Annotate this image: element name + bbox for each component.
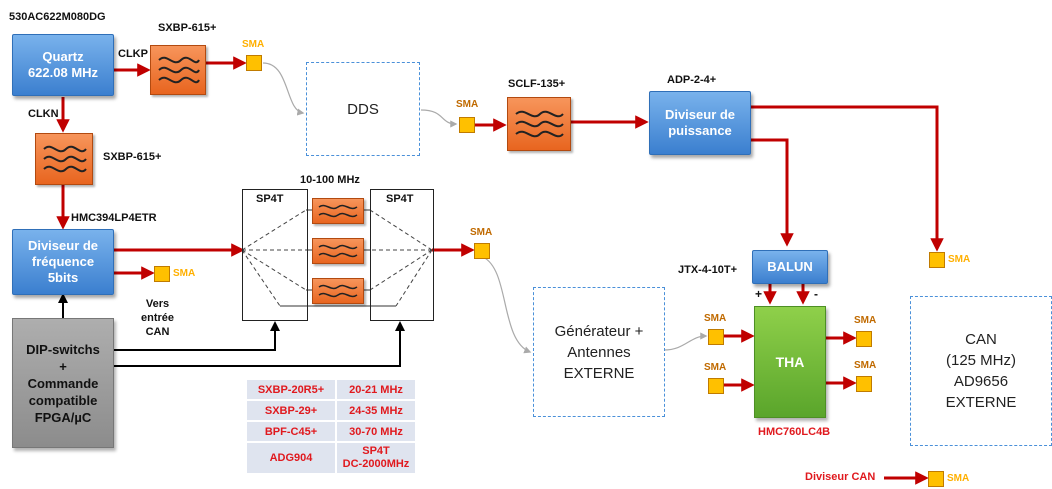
line-splitter-balun <box>750 138 794 247</box>
table-cell-range: 30-70 MHz <box>337 422 415 441</box>
clkn-label: CLKN <box>28 108 59 120</box>
sma-connector[interactable] <box>154 266 170 282</box>
sma-label: SMA <box>470 227 493 238</box>
bank-freq-label: 10-100 MHz <box>300 174 360 186</box>
plus-label: + <box>755 287 763 301</box>
sma-label: SMA <box>948 254 971 265</box>
filter-icon <box>43 145 87 173</box>
vers-entree-label: Vers entrée CAN <box>141 298 175 338</box>
filter3-part-label: SCLF-135+ <box>508 78 566 90</box>
table-cell-range: 24-35 MHz <box>337 401 415 420</box>
sma-connector[interactable] <box>928 471 944 487</box>
table-row: SXBP-20R5+ 20-21 MHz <box>247 380 415 399</box>
sma-label: SMA <box>456 99 479 110</box>
filter-icon <box>318 244 358 258</box>
line-dip-sp4t-right <box>114 321 405 367</box>
line-dds-sma-gray <box>420 109 458 128</box>
line-splitter-can-sma <box>750 105 944 252</box>
filter-icon <box>158 56 200 84</box>
balun-part-label: JTX-4-10T+ <box>678 264 737 276</box>
sp4t-switch-right[interactable] <box>370 189 434 321</box>
filter-bank-3[interactable] <box>312 278 364 304</box>
sp4t-left-label: SP4T <box>256 193 284 205</box>
sma-label: SMA <box>173 268 196 279</box>
table-row: SXBP-29+ 24-35 MHz <box>247 401 415 420</box>
filter-sclf-135[interactable] <box>507 97 571 151</box>
sma-label: SMA <box>704 362 727 373</box>
sma-connector[interactable] <box>856 331 872 347</box>
diviseur-can-label: Diviseur CAN <box>805 471 876 483</box>
table-cell-range: SP4T DC-2000MHz <box>337 443 415 473</box>
sp4t-switch-left[interactable] <box>242 189 308 321</box>
filter-sxbp-615-1[interactable] <box>150 45 206 95</box>
line-sma-dds <box>262 62 305 116</box>
tha-part-label: HMC760LC4B <box>758 426 831 438</box>
sma-label: SMA <box>854 360 877 371</box>
table-cell-part: BPF-C45+ <box>247 422 335 441</box>
table-row: BPF-C45+ 30-70 MHz <box>247 422 415 441</box>
filter1-part-label: SXBP-615+ <box>158 22 217 34</box>
table-row: ADG904 SP4T DC-2000MHz <box>247 443 415 473</box>
filter-bank-2[interactable] <box>312 238 364 264</box>
sma-connector[interactable] <box>708 329 724 345</box>
filter-table: SXBP-20R5+ 20-21 MHz SXBP-29+ 24-35 MHz … <box>245 378 417 475</box>
splitter-part-label: ADP-2-4+ <box>667 74 717 86</box>
sma-label: SMA <box>947 473 970 484</box>
filter-icon <box>515 110 564 138</box>
table-cell-part: SXBP-29+ <box>247 401 335 420</box>
dds-block[interactable]: DDS <box>306 62 420 156</box>
filter-sxbp-615-2[interactable] <box>35 133 93 185</box>
minus-label: - <box>814 287 818 301</box>
line-sma-generator <box>482 256 532 354</box>
sma-connector[interactable] <box>708 378 724 394</box>
sma-connector[interactable] <box>459 117 475 133</box>
balun-block[interactable]: BALUN <box>752 250 828 284</box>
sma-connector[interactable] <box>474 243 490 259</box>
sma-label: SMA <box>704 313 727 324</box>
filter-icon <box>318 204 358 218</box>
filter-bank-1[interactable] <box>312 198 364 224</box>
divider-part-label: HMC394LP4ETR <box>71 212 157 224</box>
line-dip-sp4t-left <box>114 321 280 351</box>
filter2-part-label: SXBP-615+ <box>103 151 162 163</box>
filter-icon <box>318 284 358 298</box>
sma-label: SMA <box>242 39 265 50</box>
sp4t-right-label: SP4T <box>386 193 414 205</box>
line-generator-sma <box>663 332 708 351</box>
clkp-label: CLKP <box>118 48 148 60</box>
sma-connector[interactable] <box>929 252 945 268</box>
quartz-part-label: 530AC622M080DG <box>9 11 106 23</box>
table-cell-part: SXBP-20R5+ <box>247 380 335 399</box>
tha-block[interactable]: THA <box>754 306 826 418</box>
sma-connector[interactable] <box>856 376 872 392</box>
table-cell-part: ADG904 <box>247 443 335 473</box>
sma-connector[interactable] <box>246 55 262 71</box>
table-cell-range: 20-21 MHz <box>337 380 415 399</box>
sma-label: SMA <box>854 315 877 326</box>
